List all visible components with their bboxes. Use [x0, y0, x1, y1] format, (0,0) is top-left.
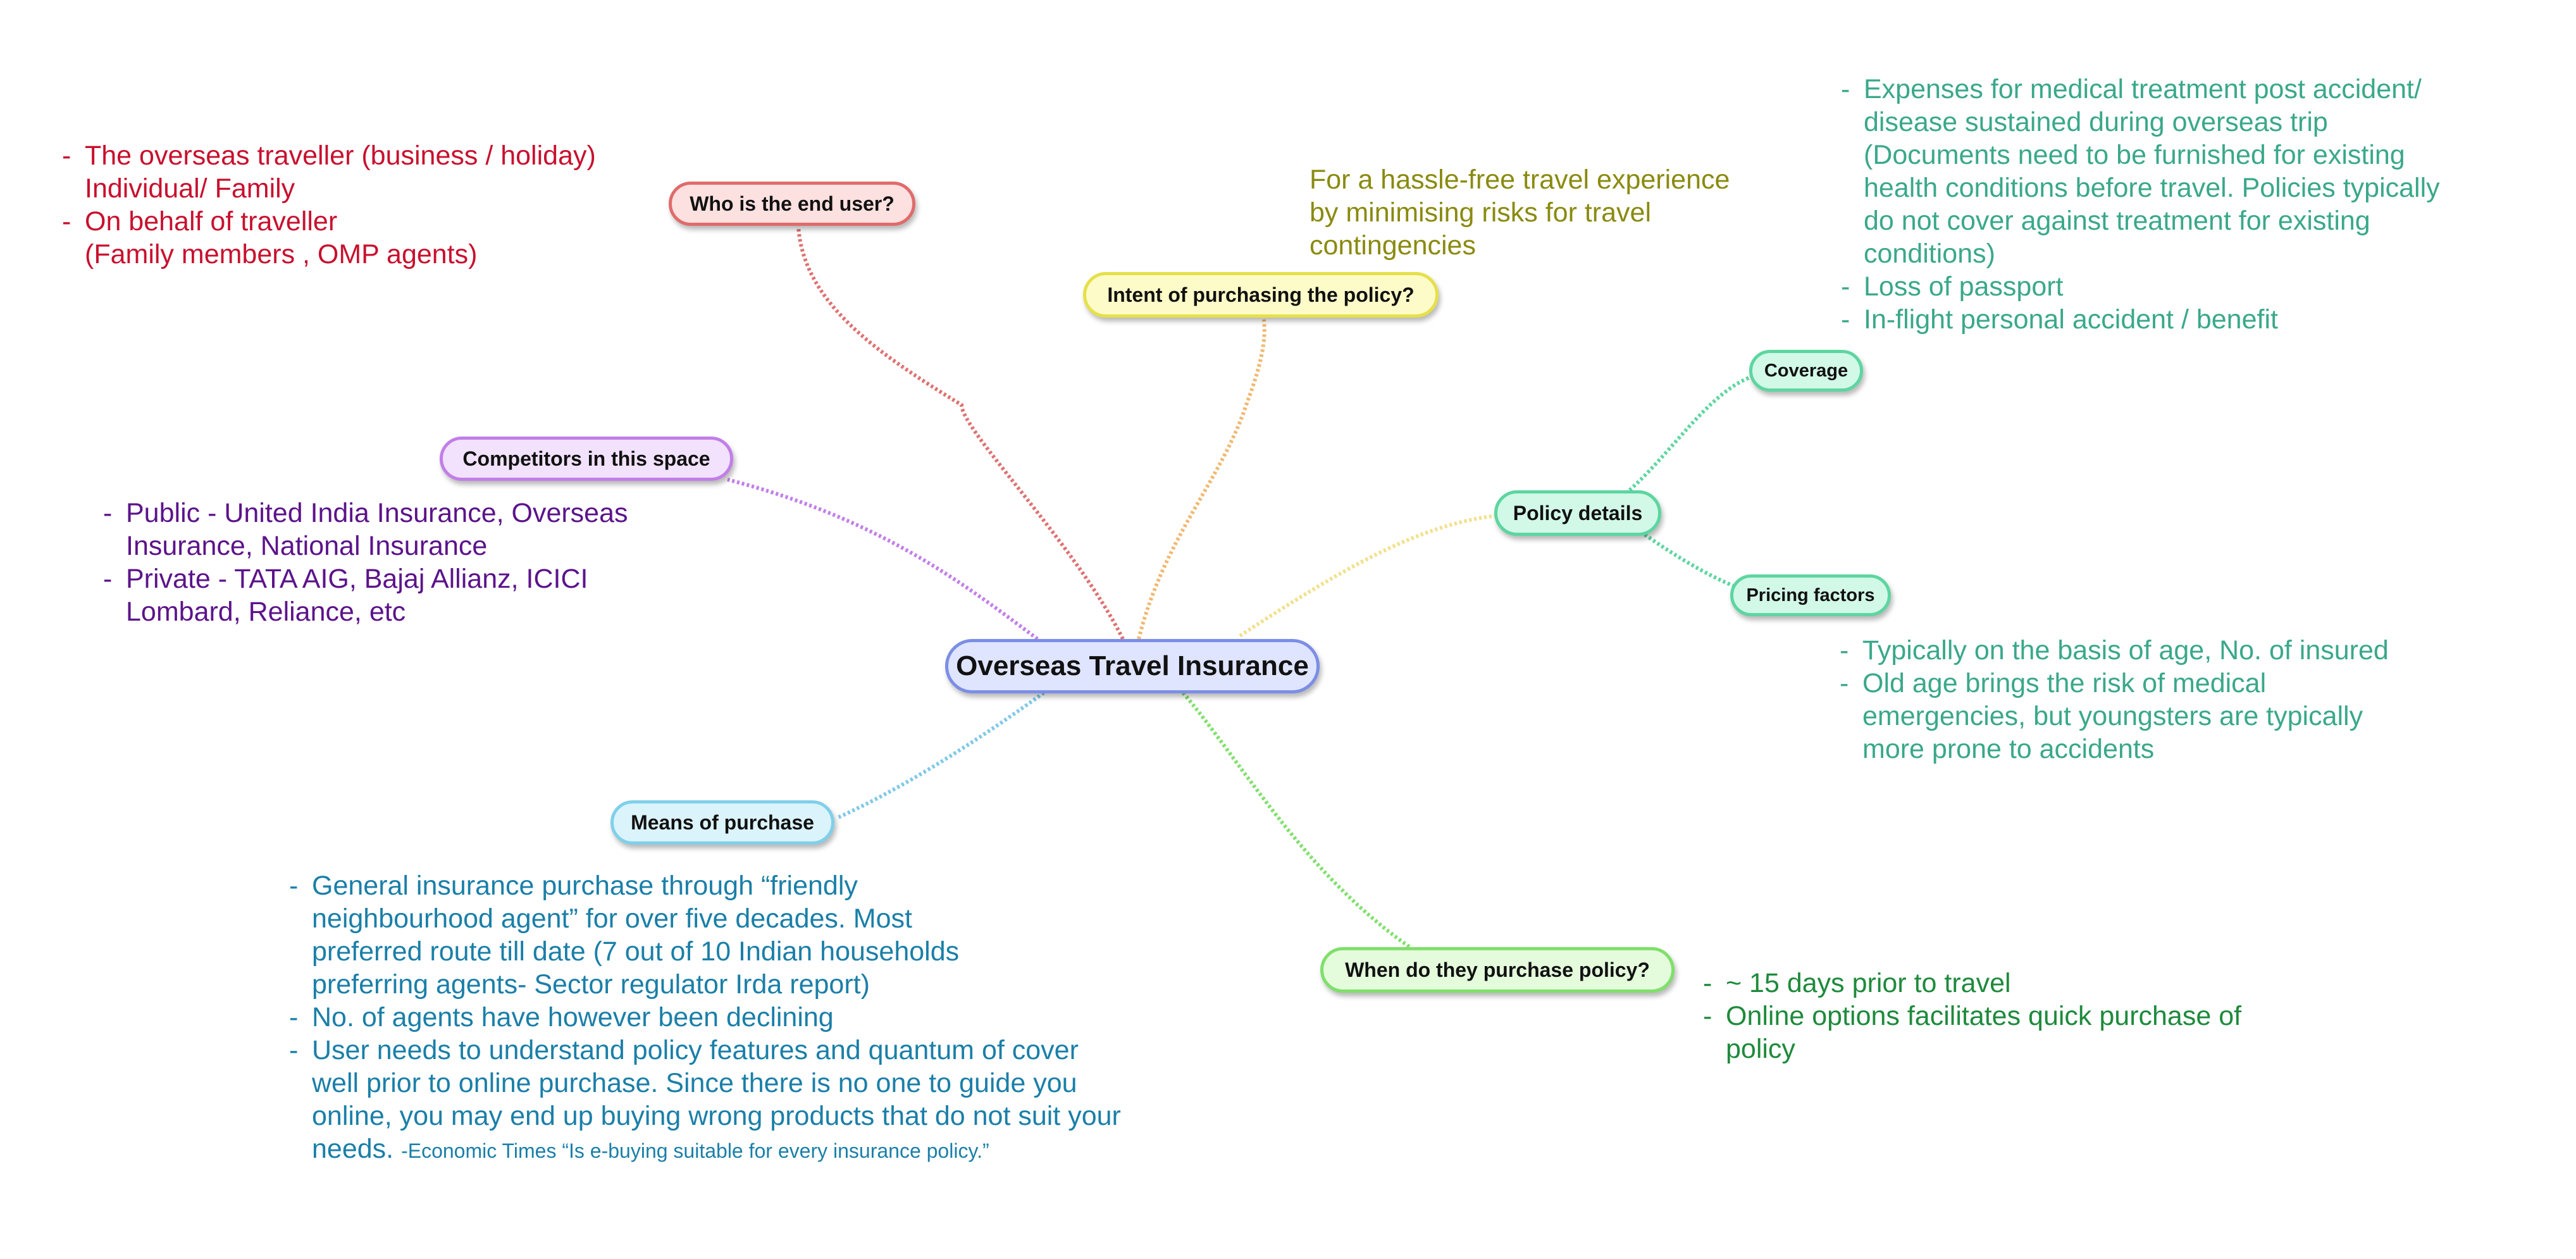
link-competitors [727, 478, 1039, 641]
note-item: Typically on the basis of age, No. of in… [1840, 634, 2536, 667]
notes-coverage: Expenses for medical treatment post acci… [1841, 73, 2549, 336]
notes-intent: For a hassle-free travel experience by m… [1310, 163, 1790, 262]
notes-end-user: The overseas traveller (business / holid… [62, 139, 695, 271]
central-node[interactable]: Overseas Travel Insurance [945, 639, 1320, 693]
note-item: Private - TATA AIG, Bajaj Allianz, ICICI… [103, 562, 736, 628]
link-intent [1137, 319, 1266, 640]
node-pricing-factors[interactable]: Pricing factors [1730, 574, 1891, 616]
note-item: Expenses for medical treatment post acci… [1841, 73, 2549, 270]
note-item: General insurance purchase through “frie… [289, 869, 1276, 1001]
note-item: The overseas traveller (business / holid… [62, 139, 695, 205]
notes-competitors: Public - United India Insurance, Oversea… [103, 497, 736, 628]
node-policy-details[interactable]: Policy details [1494, 490, 1661, 536]
node-intent[interactable]: Intent of purchasing the policy? [1083, 272, 1439, 318]
node-competitors[interactable]: Competitors in this space [440, 437, 733, 481]
node-when[interactable]: When do they purchase policy? [1320, 947, 1675, 993]
note-item: Public - United India Insurance, Oversea… [103, 497, 736, 562]
note-item: ~ 15 days prior to travel [1703, 967, 2399, 1000]
note-item: In-flight personal accident / benefit [1841, 303, 2549, 336]
link-coverage [1625, 375, 1754, 495]
link-means [837, 691, 1045, 819]
note-item: Loss of passport [1841, 270, 2549, 303]
link-pricing [1644, 533, 1738, 589]
note-item: Old age brings the risk of medical emerg… [1840, 667, 2536, 766]
note-item: On behalf of traveller (Family members ,… [62, 205, 695, 271]
link-end-user [796, 226, 1125, 640]
notes-pricing: Typically on the basis of age, No. of in… [1840, 634, 2536, 766]
note-item: No. of agents have however been declinin… [289, 1001, 1276, 1034]
note-item: For a hassle-free travel experience by m… [1310, 164, 1730, 261]
node-end-user[interactable]: Who is the end user? [669, 182, 915, 226]
source-citation: -Economic Times “Is e-buying suitable fo… [401, 1139, 989, 1162]
note-item: Online options facilitates quick purchas… [1703, 1000, 2399, 1065]
link-policy-details [1239, 514, 1497, 638]
notes-when: ~ 15 days prior to travel Online options… [1703, 967, 2399, 1065]
node-means[interactable]: Means of purchase [610, 800, 834, 845]
node-coverage[interactable]: Coverage [1749, 350, 1863, 392]
notes-means: General insurance purchase through “frie… [289, 869, 1276, 1167]
note-item: User needs to understand policy features… [289, 1034, 1276, 1167]
link-when [1181, 692, 1412, 950]
